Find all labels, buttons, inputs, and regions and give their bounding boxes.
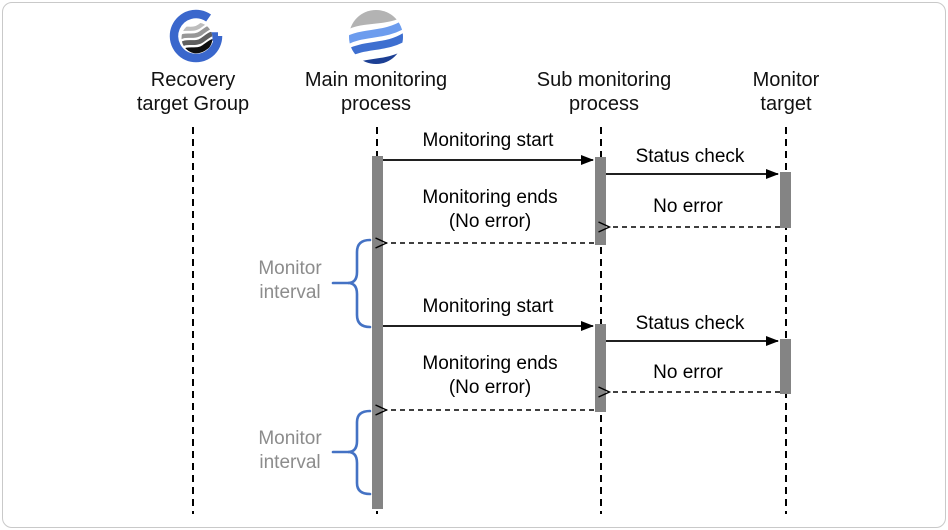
wave-sphere-logo-icon <box>349 10 403 64</box>
activation-main-process <box>372 156 383 509</box>
message-label-status-check-1: Status check <box>635 146 745 167</box>
activation-target-2 <box>780 339 791 394</box>
actor-header-recovery-group: Recovery target Group <box>98 68 288 116</box>
monitor-interval-label-2: Monitor interval <box>258 428 322 473</box>
monitor-interval-label-1: Monitor interval <box>258 258 322 303</box>
actor-label-line1: Sub monitoring <box>536 69 672 91</box>
message-label-status-check-2: Status check <box>635 313 745 334</box>
message-label-no-error-2: No error <box>653 362 723 383</box>
actor-header-main-process: Main monitoring process <box>281 68 471 116</box>
actor-label-line2: process <box>340 93 412 115</box>
message-label-monitoring-start-2: Monitoring start <box>422 296 554 317</box>
actor-label-line1: Recovery <box>150 69 236 91</box>
actor-header-sub-process: Sub monitoring process <box>509 68 699 116</box>
actor-label-line1: Main monitoring <box>304 69 448 91</box>
actor-label-line1: Monitor <box>752 69 820 91</box>
actor-header-monitor-target: Monitor target <box>691 68 881 116</box>
actor-label-line2: process <box>568 93 640 115</box>
message-label-monitoring-ends-2: Monitoring ends (No error) <box>422 353 558 398</box>
message-label-monitoring-start-1: Monitoring start <box>422 130 554 151</box>
activation-sub-2 <box>595 324 606 412</box>
activation-target-1 <box>780 172 791 228</box>
actor-label-line2: target Group <box>136 93 250 115</box>
message-label-no-error-1: No error <box>653 196 723 217</box>
message-label-monitoring-ends-1: Monitoring ends (No error) <box>422 187 558 232</box>
recovery-group-logo-icon <box>169 9 223 63</box>
activation-sub-1 <box>595 157 606 245</box>
actor-label-line2: target <box>760 93 812 115</box>
